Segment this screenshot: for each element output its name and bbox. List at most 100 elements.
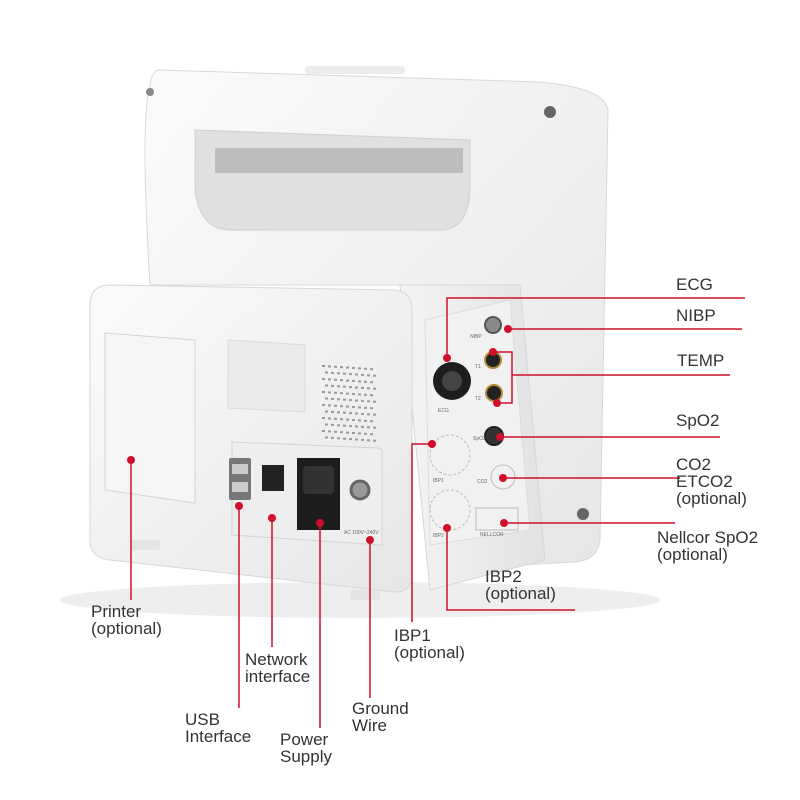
label-line: IBP1 — [394, 626, 431, 645]
grill-hole — [373, 387, 376, 390]
grill-hole — [346, 431, 349, 434]
grill-hole — [352, 419, 355, 421]
label-spo2: SpO2 — [676, 411, 720, 430]
ibp1-port — [429, 434, 471, 476]
label-line: Supply — [280, 747, 332, 766]
label-line: Wire — [352, 716, 387, 735]
nellcor-panel-text: NELLCOR — [480, 532, 504, 538]
grill-hole — [349, 412, 352, 415]
grill-hole — [364, 393, 367, 396]
grill-hole — [352, 367, 355, 369]
grill-hole — [331, 436, 334, 439]
grill-hole — [334, 365, 337, 368]
grill-hole — [346, 405, 349, 408]
grill-hole — [361, 386, 364, 389]
usb-port — [232, 482, 248, 492]
grill-hole — [370, 407, 373, 410]
grill-hole — [373, 400, 376, 403]
ibp2-callout-line — [446, 528, 575, 611]
grill-hole — [352, 380, 355, 382]
label-line: CO2 — [676, 455, 711, 474]
grill-hole — [349, 373, 352, 376]
grill-hole — [331, 384, 334, 387]
screw-hole — [544, 106, 556, 118]
label-line: IBP2 — [485, 567, 522, 586]
foot — [130, 540, 160, 550]
temp-t2-connector — [485, 384, 503, 402]
label-line: USB — [185, 710, 220, 729]
grill-hole — [337, 411, 340, 414]
grill-hole — [337, 372, 340, 375]
label-power-supply: Power Supply — [280, 731, 332, 765]
grill-hole — [370, 381, 373, 384]
grill-hole — [346, 379, 349, 382]
nellcor-port — [475, 507, 519, 531]
grill-hole — [352, 406, 355, 408]
grill-hole — [367, 400, 370, 403]
ecg-panel-text: ECG — [438, 408, 449, 414]
grill-hole — [358, 406, 361, 409]
grill-hole — [340, 379, 343, 382]
grill-hole — [361, 412, 364, 415]
grill-hole — [355, 386, 358, 389]
grill-hole — [364, 380, 367, 383]
grill-hole — [364, 367, 367, 370]
label-ibp2: IBP2 (optional) — [485, 568, 556, 602]
power-socket-inlet — [303, 466, 334, 494]
grill-hole — [334, 417, 337, 420]
grill-hole — [352, 432, 355, 434]
grill-hole — [325, 423, 328, 426]
grill-hole — [340, 418, 343, 421]
ground-terminal — [349, 479, 371, 501]
label-line: (optional) — [485, 584, 556, 603]
grill-hole — [370, 420, 373, 423]
label-line: interface — [245, 667, 311, 686]
grill-hole — [358, 432, 361, 435]
label-ibp1: IBP1 (optional) — [394, 627, 465, 661]
handle-vent — [215, 148, 463, 173]
ibp2-panel-text: IBP2 — [433, 533, 444, 539]
label-line: Power — [280, 730, 329, 749]
ac-rating-text: AC 100V~240V — [344, 530, 379, 536]
grill-hole — [349, 425, 352, 428]
grill-hole — [355, 373, 358, 376]
grill-hole — [334, 430, 337, 433]
grill-hole — [322, 391, 325, 393]
grill-hole — [328, 378, 331, 381]
grill-hole — [331, 423, 334, 426]
grill-hole — [355, 438, 358, 441]
foot — [350, 590, 380, 600]
grill-hole — [373, 439, 376, 442]
label-ground-wire: Ground Wire — [352, 700, 409, 734]
ecg-pins — [442, 371, 462, 391]
grill-hole — [349, 438, 352, 441]
grill-hole — [361, 425, 364, 428]
grill-hole — [325, 384, 328, 387]
grill-hole — [322, 378, 325, 380]
label-usb: USB Interface — [185, 711, 251, 745]
grill-hole — [322, 404, 325, 406]
grill-hole — [334, 404, 337, 407]
grill-hole — [349, 399, 352, 402]
grill-hole — [340, 392, 343, 395]
label-printer: Printer (optional) — [91, 603, 162, 637]
grill-hole — [355, 412, 358, 415]
grill-hole — [331, 397, 334, 400]
label-ecg: ECG — [676, 275, 713, 294]
grill-hole — [373, 374, 376, 377]
grill-hole — [364, 432, 367, 435]
t1-panel-text: T1 — [475, 364, 481, 370]
label-line: (optional) — [91, 619, 162, 638]
grill-hole — [331, 371, 334, 374]
ecg-callout-line — [446, 297, 745, 358]
grill-hole — [373, 426, 376, 429]
grill-hole — [325, 410, 328, 413]
grill-hole — [334, 378, 337, 381]
grill-hole — [370, 394, 373, 397]
grill-hole — [370, 433, 373, 436]
grill-hole — [328, 365, 331, 368]
grill-hole — [367, 387, 370, 390]
grill-hole — [361, 399, 364, 402]
